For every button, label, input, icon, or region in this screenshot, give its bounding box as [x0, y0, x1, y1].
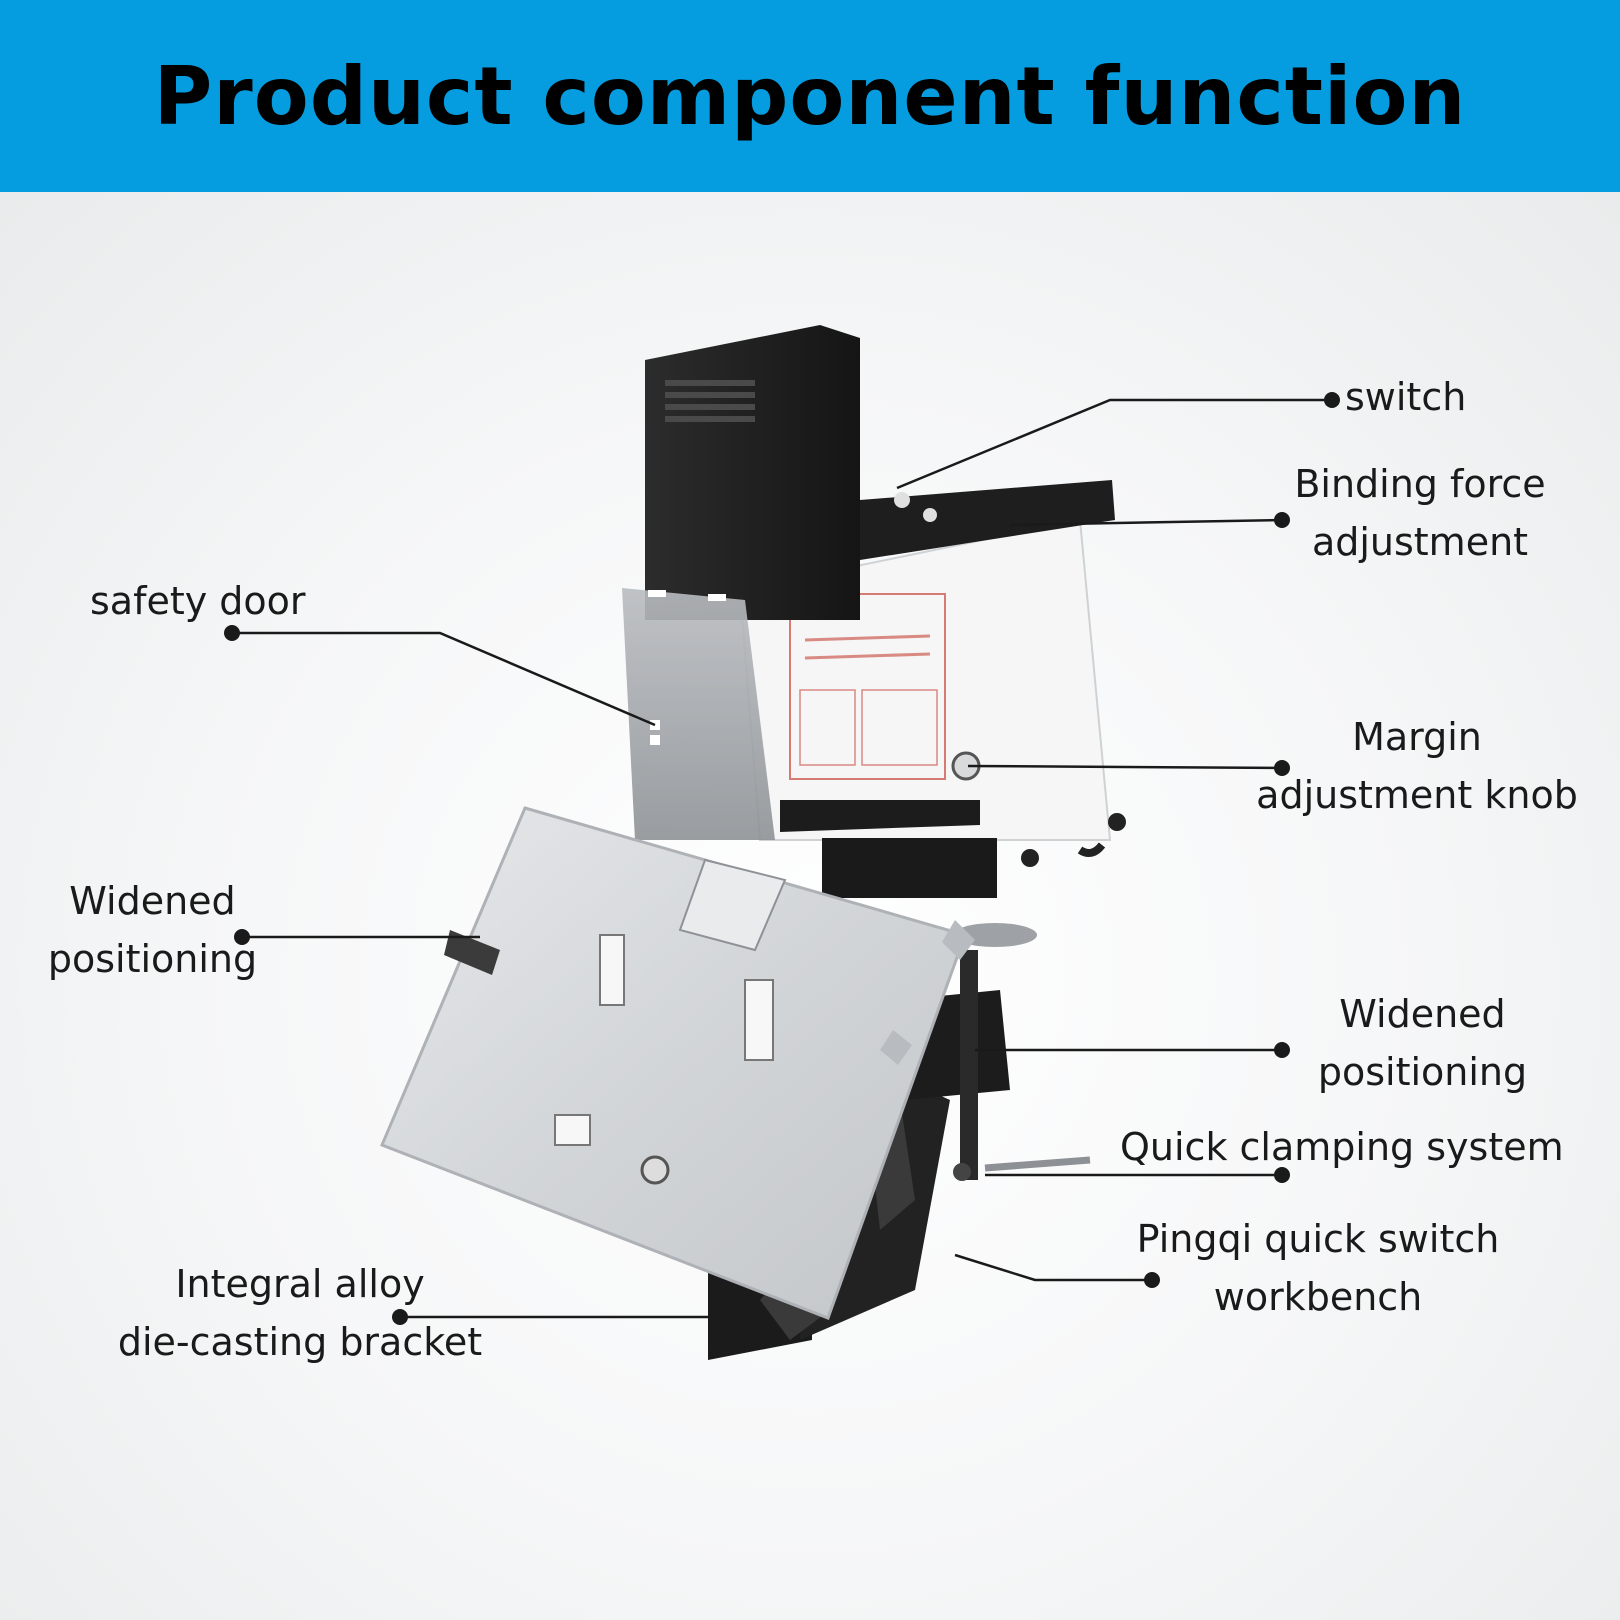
header-banner: Product component function	[0, 0, 1620, 192]
label-switch: switch	[1345, 375, 1467, 419]
label-widened-positioning-right: Widened positioning	[1317, 992, 1528, 1094]
leader-dots	[224, 392, 1340, 1325]
workbench-plate	[380, 806, 975, 1320]
label-pingqi-quick-switch-workbench: Pingqi quick switch workbench	[1136, 1217, 1500, 1319]
page-title: Product component function	[153, 49, 1467, 143]
label-widened-positioning-left: Widened positioning	[47, 879, 258, 981]
label-quick-clamping-system: Quick clamping system	[1120, 1125, 1564, 1169]
leader-safety-door	[232, 631, 656, 727]
label-integral-alloy-bracket: Integral alloy die-casting bracket	[117, 1262, 483, 1364]
leader-lines	[232, 398, 1332, 1319]
leader-margin-knob	[967, 764, 1283, 770]
leader-pingqi	[954, 1253, 1152, 1282]
leader-binding-force	[1009, 518, 1283, 527]
stapler-head	[645, 325, 1115, 620]
leader-switch	[896, 398, 1332, 490]
label-margin-adjustment-knob: Margin adjustment knob	[1256, 715, 1578, 817]
label-safety-door: safety door	[90, 579, 306, 623]
label-binding-force-adjustment: Binding force adjustment	[1294, 462, 1546, 564]
